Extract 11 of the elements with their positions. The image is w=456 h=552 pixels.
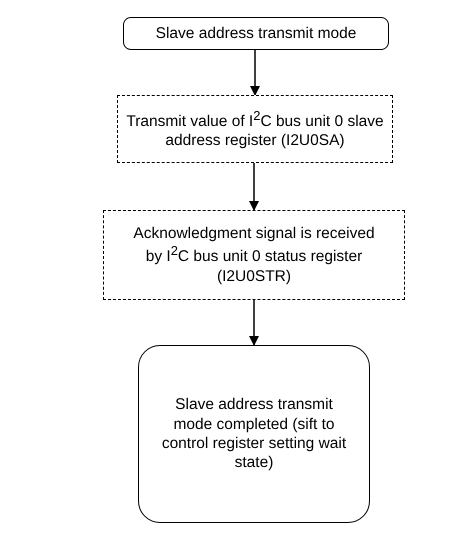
terminal-box — [138, 345, 370, 523]
node-text: Slave address transmit mode — [156, 24, 356, 44]
node-text: Slave address transmit mode completed (sift to control register setting wait state) — [160, 395, 348, 473]
arrow — [250, 50, 260, 96]
process-box — [103, 210, 405, 300]
process-box — [117, 95, 393, 163]
node-text: Transmit value of I$^{2}$C bus unit 0 slave address register (I2U0SA) — [125, 108, 385, 150]
arrow — [249, 300, 259, 346]
arrow — [249, 163, 259, 211]
terminal-box — [123, 17, 389, 50]
node-text: Acknowledgment signal is received by I$^{2}$C bus unit 0 status register (I2U0STR) — [132, 224, 376, 286]
